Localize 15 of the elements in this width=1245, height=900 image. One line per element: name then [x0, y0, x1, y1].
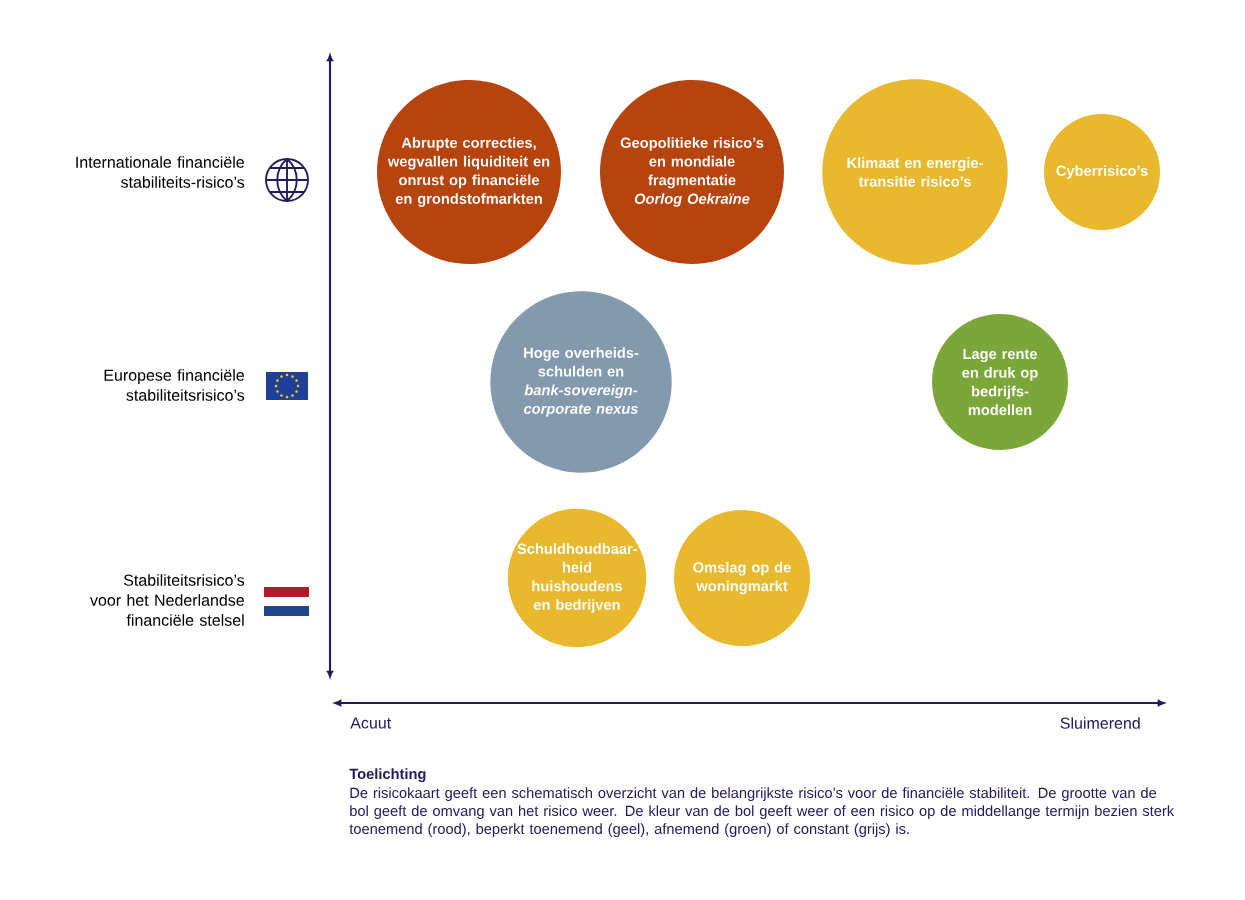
row-label: Stabiliteitsrisico’s voor het Nederlandse financiële stelsel	[90, 574, 245, 626]
row-label: Europese financiële stabiliteitsrisico’s	[104, 369, 245, 401]
risk-bubble: Abrupte correcties, wegvallen liquiditeit en onrust op financiële en grondstofmarkten	[377, 80, 561, 264]
axis-label: Acuut	[350, 717, 392, 729]
row-label: Internationale financiële stabiliteits-risico’s	[76, 156, 245, 188]
note-text: De risicokaart geeft een schematisch overzicht van de belangrijkste risico’s voor de financiële stabiliteit. De grootte van de bol geeft de omvang van het risico weer. De kleur van de bol geeft weer of een risico op de middellange termijn bezien sterk toenemend (rood), beperkt toenemend (geel), afnemend (groen) of constant (grijs) is.	[349, 787, 1175, 837]
risk-bubble: Lage rente en druk op bedrijfs-modellen	[932, 314, 1068, 450]
note-heading: Toelichting	[349, 768, 426, 782]
risk-bubble: Hoge overheids-schulden en bank-sovereign-corporate nexus	[490, 291, 672, 473]
risk-bubble: Omslag op de woningmarkt	[674, 510, 810, 646]
risk-bubble: Schuldhoudbaar-heid huishoudens en bedrijven	[507, 508, 647, 648]
risk-bubble: Cyberrisico’s	[1044, 114, 1160, 230]
axis-label: Sluimerend	[1060, 717, 1140, 729]
risk-bubble: Geopolitieke risico’s en mondiale fragmentatie Oorlog Oekraïne	[600, 80, 784, 264]
risk-bubble: Klimaat en energie-transitie risico’s	[822, 79, 1008, 265]
